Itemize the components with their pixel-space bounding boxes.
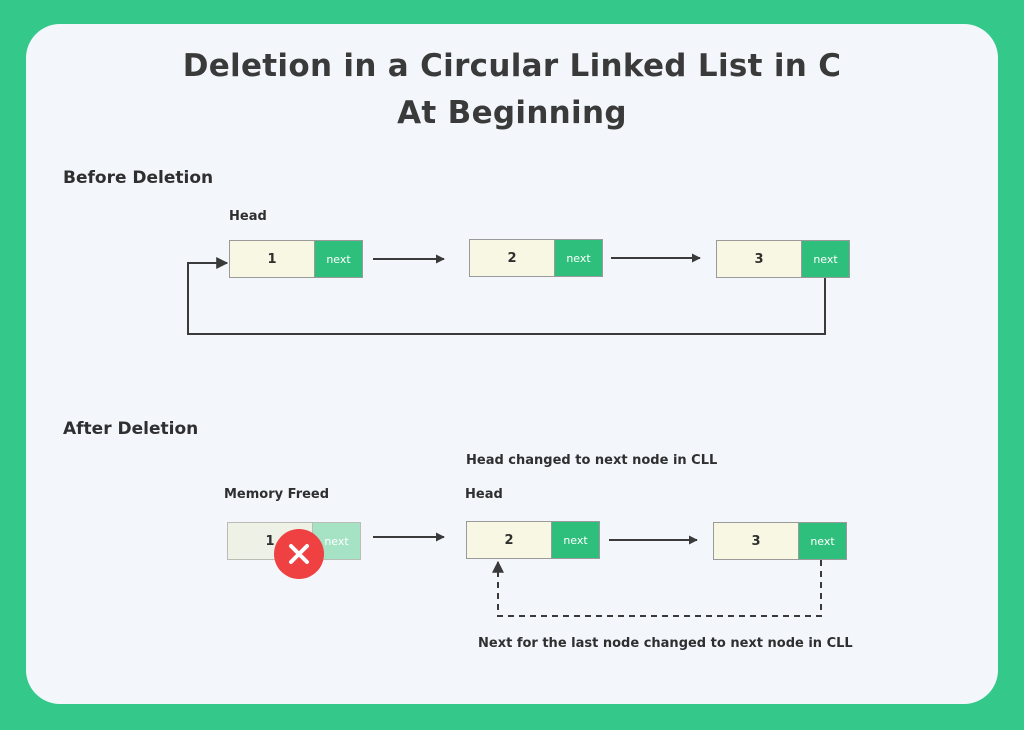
arrow-after-loop-dashed [492,560,822,617]
before-section-label: Before Deletion [63,168,214,188]
before-node-2: 2 next [469,239,603,277]
node-next-pointer: next [555,239,603,277]
node-next-pointer: next [802,240,850,278]
before-head-label: Head [229,209,267,224]
node-next-pointer: next [799,522,847,560]
last-next-note: Next for the last node changed to next n… [478,636,853,651]
node-value: 3 [716,240,802,278]
after-section-label: After Deletion [63,419,199,439]
diagram-card [26,24,998,704]
before-node-1: 1 next [229,240,363,278]
memory-freed-label: Memory Freed [224,487,330,502]
node-value: 3 [713,522,799,560]
after-node-3: 3 next [713,522,847,560]
after-node-2: 2 next [466,521,600,559]
diagram-title: Deletion in a Circular Linked List in C [182,48,842,84]
node-next-pointer: next [552,521,600,559]
node-value: 1 [229,240,315,278]
before-node-3: 3 next [716,240,850,278]
node-next-pointer: next [315,240,363,278]
arrow-before-loop [187,257,826,335]
head-changed-note: Head changed to next node in CLL [466,453,718,468]
close-icon [274,529,324,579]
after-head-label: Head [465,487,503,502]
node-value: 2 [466,521,552,559]
node-value: 2 [469,239,555,277]
diagram-subtitle: At Beginning [397,95,627,131]
